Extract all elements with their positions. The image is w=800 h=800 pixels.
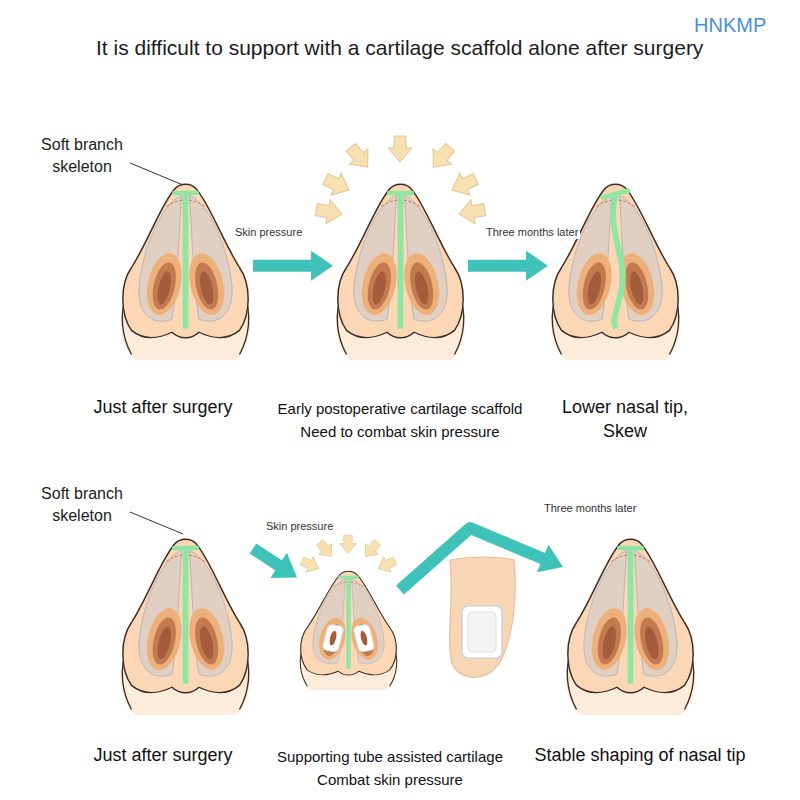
arrow-label: Skin pressure [233, 225, 304, 239]
nose-illustration [121, 184, 250, 360]
illustration-part [375, 553, 399, 576]
nose-illustration [336, 184, 465, 360]
illustration-part [340, 535, 357, 553]
flow-arrow [400, 528, 563, 590]
pressure-arrows [314, 136, 487, 226]
arrow-head [270, 553, 297, 578]
leader-line [130, 163, 183, 185]
pressure-arrows [299, 535, 399, 576]
nose-illustration [566, 539, 695, 715]
illustration-part [313, 537, 338, 562]
illustration-part [314, 198, 344, 226]
illustration-part [359, 537, 384, 562]
stage-caption: Just after surgery [33, 743, 293, 767]
nose-illustration [551, 184, 680, 360]
flow-arrow [253, 549, 297, 578]
arrow-shaft [253, 260, 313, 272]
arrow-head [526, 251, 548, 281]
arrow-head [311, 251, 333, 281]
illustration-part [328, 630, 337, 646]
illustration-part [388, 136, 412, 162]
flow-arrow [468, 251, 548, 281]
leader-line [130, 512, 183, 534]
stage-panel: Supporting tube assisted cartilage Comba… [297, 565, 400, 690]
arrow-shaft [253, 549, 280, 567]
stage-caption: Stable shaping of nasal tip [500, 743, 780, 767]
illustration-part [457, 198, 487, 226]
arrow-label: Three months later [484, 225, 580, 239]
arrow-shaft [400, 528, 545, 590]
arrow-head [537, 545, 563, 573]
illustration-part [299, 553, 323, 576]
stage-panel: Lower nasal tip, Skew [548, 175, 683, 360]
nose-illustration [121, 539, 250, 715]
arrow-shaft [468, 260, 528, 272]
stage-caption: Supporting tube assisted cartilage Comba… [265, 745, 515, 791]
stage-caption: Lower nasal tip, Skew [555, 395, 695, 443]
part-label: Soft branch skeleton [28, 483, 136, 527]
illustration-part [320, 168, 354, 201]
arrow-label: Skin pressure [264, 519, 335, 533]
arrow-label: Three months later [542, 501, 638, 515]
watermark: HNKMP [694, 14, 766, 36]
illustration-part [353, 624, 375, 653]
stage-panel: Stable shaping of nasal tip [563, 530, 698, 715]
stage-caption: Just after surgery [33, 395, 293, 419]
part-label: Soft branch skeleton [28, 134, 136, 178]
illustration-part [424, 140, 459, 175]
stage-caption: Early postoperative cartilage scaffold N… [270, 397, 530, 443]
illustration-part [342, 140, 377, 175]
stage-panel: Just after surgery [118, 175, 253, 360]
stage-panel: Just after surgery [118, 530, 253, 715]
nose-illustration [299, 571, 398, 690]
illustration-part [447, 168, 481, 201]
stage-panel: Early postoperative cartilage scaffold N… [333, 175, 468, 360]
side-nostril [450, 557, 516, 677]
flow-arrow [253, 251, 333, 281]
illustration-part [462, 606, 502, 658]
illustration-part [468, 612, 496, 652]
illustration-part [450, 557, 516, 677]
support-tubes [322, 624, 375, 653]
illustration-part [359, 630, 368, 646]
illustration-part [322, 624, 344, 653]
diagram-title: It is difficult to support with a cartil… [96, 36, 703, 60]
